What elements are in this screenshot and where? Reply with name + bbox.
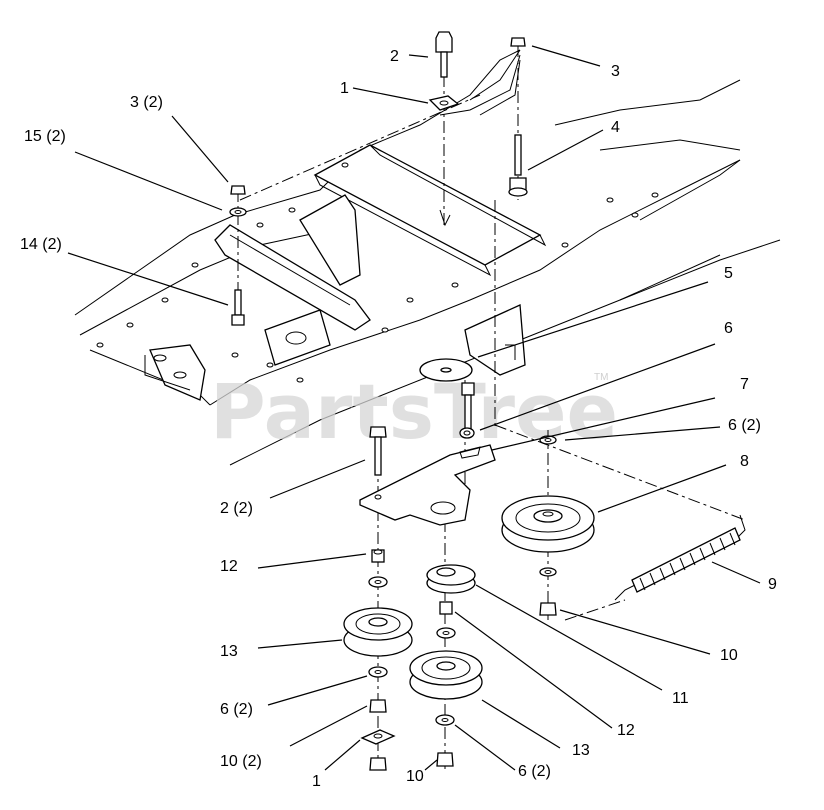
top-plate-1 [428,95,460,111]
washer-6x2-right-bottom [539,567,557,577]
pulley-13-right [409,650,483,700]
callout-6x2-right: 6 (2) [728,417,761,434]
callout-7: 7 [740,376,749,393]
callout-13-left: 13 [220,643,238,660]
top-mounting-bracket [313,144,547,277]
bolt-2x2 [369,426,387,476]
callout-13-right: 13 [572,742,590,759]
spacer-12-left [371,549,385,563]
nut-10-bottom [436,752,454,767]
washer-15x2 [229,207,247,217]
callout-3x2: 3 (2) [130,94,163,111]
washer-right-mid [436,627,456,639]
spring-9 [614,514,746,601]
cable-4 [439,54,521,116]
callout-8: 8 [740,453,749,470]
idler-arm-7 [359,444,496,526]
callout-4: 4 [611,119,620,136]
nut-3x2 [230,185,246,195]
callout-6x2-bottom: 6 (2) [518,763,551,780]
plate-1-bottom [360,729,396,745]
callout-12-left: 12 [220,558,238,575]
shoulder-bolt-4 [508,134,528,197]
callout-6x2-left: 6 (2) [220,701,253,718]
flat-washer-5 [419,358,473,382]
nut-10-right [539,602,557,616]
callout-2x2: 2 (2) [220,500,253,517]
top-nut-3 [510,37,526,47]
callout-leader-lines [67,45,761,771]
callout-10-right: 10 [720,647,738,664]
nut-1-bottom [369,757,387,771]
callout-6: 6 [724,320,733,337]
partstree-watermark: PartsTree TM [210,367,618,456]
callout-15x2: 15 (2) [24,128,66,145]
callout-11: 11 [672,690,689,707]
washer-6-top [459,427,475,439]
callout-3-top: 3 [611,63,620,80]
callout-5: 5 [724,265,733,282]
top-bolt-2 [435,31,453,78]
watermark-text: PartsTree [210,367,618,456]
washer-left-top [368,576,388,588]
pulley-13-left [343,607,413,657]
callout-14x2: 14 (2) [20,236,62,253]
callout-10x2: 10 (2) [220,753,262,770]
frame-holes [96,162,659,383]
spacer-12-right [439,601,453,615]
washer-6x2-left [368,666,388,678]
callout-12-right: 12 [617,722,635,739]
callout-1-top: 1 [340,80,349,97]
pulley-8 [501,495,595,553]
left-bracket-assembly [144,194,371,401]
callout-10-bottom: 10 [406,768,424,785]
callout-labels: 1 2 3 3 (2) 15 (2) 4 14 (2) 5 6 7 6 (2) … [20,48,777,790]
bolt-14x2 [231,289,245,326]
nut-10x2 [369,699,387,713]
washer-6x2-bottom [435,714,455,726]
spacer-11 [426,564,476,594]
callout-9: 9 [768,576,777,593]
watermark-tm: TM [594,372,608,383]
callout-2-top: 2 [390,48,399,65]
callout-1-bottom: 1 [312,773,321,790]
